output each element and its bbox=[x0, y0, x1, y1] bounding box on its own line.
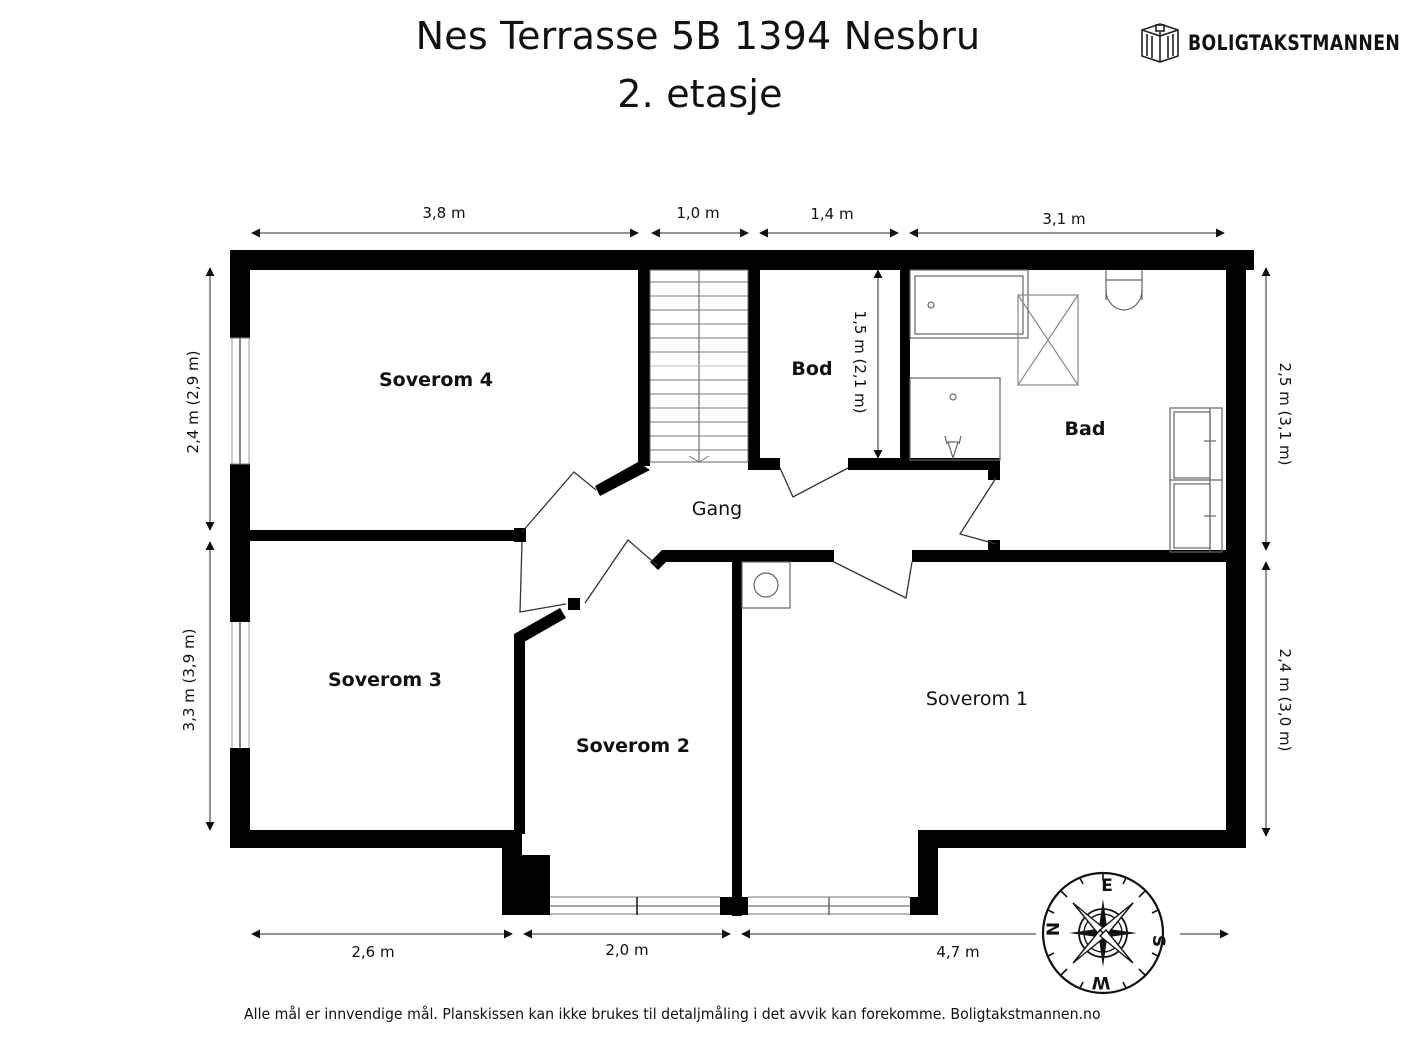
room-label-gang: Gang bbox=[692, 498, 742, 520]
plan-title: Nes Terrasse 5B 1394 Nesbru bbox=[0, 14, 1400, 58]
floor-drain-skylight bbox=[1017, 294, 1079, 386]
interior-walls bbox=[250, 266, 1226, 916]
compass-label-w: W bbox=[1091, 972, 1110, 992]
ventilation-unit bbox=[741, 561, 791, 609]
building-logo-icon bbox=[1141, 23, 1179, 63]
room-label-bad: Bad bbox=[1065, 418, 1106, 440]
floor-subtitle: 2. etasje bbox=[617, 72, 783, 116]
window-bottom-soverom2 bbox=[550, 896, 720, 915]
window-left-upper bbox=[230, 337, 250, 465]
disclaimer-footer: Alle mål er innvendige mål. Planskissen … bbox=[244, 1005, 1101, 1023]
logo-text: BOLIGTAKSTMANNEN bbox=[1188, 31, 1401, 55]
dim-right-soverom1: 2,4 m (3,0 m) bbox=[1276, 649, 1294, 752]
dim-bottom-soverom3: 2,6 m bbox=[351, 943, 394, 961]
room-label-soverom-2: Soverom 2 bbox=[576, 735, 690, 757]
dim-bod-height: 1,5 m (2,1 m) bbox=[851, 311, 869, 414]
compass-label-s: S bbox=[1148, 935, 1168, 947]
dimension-lines bbox=[205, 228, 1271, 939]
room-label-bod: Bod bbox=[791, 358, 832, 380]
room-label-soverom-4: Soverom 4 bbox=[379, 369, 493, 391]
window-left-lower bbox=[230, 622, 250, 748]
dim-bottom-soverom1: 4,7 m bbox=[936, 943, 979, 961]
dim-top-stairs: 1,0 m bbox=[676, 204, 719, 222]
dim-top-soverom4: 3,8 m bbox=[422, 204, 465, 222]
door-swings bbox=[519, 467, 997, 613]
room-label-soverom-1: Soverom 1 bbox=[926, 688, 1028, 710]
dim-left-soverom4: 2,4 m (2,9 m) bbox=[184, 351, 202, 454]
dim-top-bod: 1,4 m bbox=[810, 205, 853, 223]
bathroom-cabinets bbox=[1169, 407, 1223, 553]
window-bottom-soverom1 bbox=[748, 896, 910, 915]
plan-title-text: Nes Terrasse 5B 1394 Nesbru bbox=[415, 14, 981, 58]
compass-label-n: N bbox=[1044, 922, 1064, 936]
compass-label-e: E bbox=[1101, 876, 1113, 896]
company-logo: BOLIGTAKSTMANNEN bbox=[1138, 22, 1414, 64]
dim-right-bad: 2,5 m (3,1 m) bbox=[1276, 363, 1294, 466]
dim-top-bad: 3,1 m bbox=[1042, 210, 1085, 228]
compass-rose-icon: E S W N bbox=[1041, 871, 1168, 995]
dim-left-soverom3: 3,3 m (3,9 m) bbox=[180, 629, 198, 732]
toilet bbox=[1105, 270, 1143, 311]
shower bbox=[909, 377, 1001, 461]
dim-bottom-soverom2: 2,0 m bbox=[605, 941, 648, 959]
room-label-soverom-3: Soverom 3 bbox=[328, 669, 442, 691]
staircase bbox=[649, 269, 749, 463]
bathtub bbox=[909, 269, 1029, 339]
